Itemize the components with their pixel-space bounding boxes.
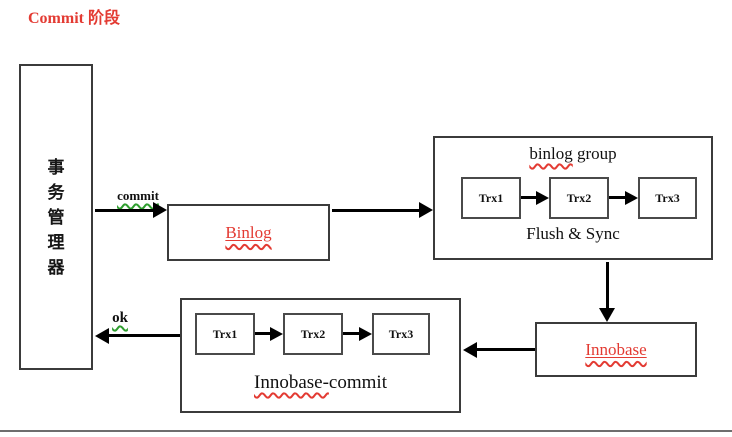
- binlog-group-box: binlog group Trx1 Trx2 Trx3 Flush & Sync: [433, 136, 713, 260]
- innobase-box: Innobase: [535, 322, 697, 377]
- binlog-group-title-rest: group: [572, 144, 617, 163]
- group-to-innobase-arrowhead-icon: [599, 308, 615, 322]
- binlog-to-group-arrowhead-icon: [419, 202, 433, 218]
- ok-edge-label: ok: [112, 310, 128, 326]
- binlog-label: Binlog: [225, 222, 272, 242]
- binlog-group-title: binlog group: [435, 144, 711, 164]
- innobase-commit-trx2-box: Trx2: [283, 313, 343, 355]
- binlog-group-trx3-box: Trx3: [638, 177, 697, 219]
- commit-arrow-line: [95, 209, 153, 212]
- innobase-commit-label-word: Innobase-: [254, 372, 329, 393]
- commit-edge-label: commit: [117, 188, 159, 203]
- page-title: Commit 阶段: [28, 10, 120, 27]
- commit-arrowhead-icon: [153, 202, 167, 218]
- innobase-to-commit-arrowhead-icon: [463, 342, 477, 358]
- binlog-group-title-word: binlog: [529, 144, 573, 163]
- binlog-group-arrow2-line: [609, 196, 626, 199]
- group-to-innobase-arrow-line: [606, 262, 609, 308]
- innobase-commit-arrow2-line: [343, 332, 360, 335]
- innobase-to-commit-arrow-line: [477, 348, 535, 351]
- bottom-divider: [0, 430, 732, 432]
- innobase-commit-arrow1-head-icon: [270, 327, 283, 341]
- innobase-commit-label: Innobase-commit: [182, 372, 459, 394]
- innobase-commit-arrow1-line: [255, 332, 271, 335]
- binlog-group-arrow1-line: [521, 196, 537, 199]
- innobase-label: Innobase: [585, 339, 647, 359]
- innobase-commit-box: Trx1 Trx2 Trx3 Innobase-commit: [180, 298, 461, 413]
- flush-sync-label: Flush & Sync: [526, 224, 620, 243]
- innobase-commit-trx3-box: Trx3: [372, 313, 430, 355]
- ok-arrowhead-icon: [95, 328, 109, 344]
- innobase-commit-arrow2-head-icon: [359, 327, 372, 341]
- binlog-group-trx1-box: Trx1: [461, 177, 521, 219]
- transaction-manager-label: 事 务 管 理 器: [47, 157, 65, 277]
- binlog-group-arrow1-head-icon: [536, 191, 549, 205]
- binlog-to-group-arrow-line: [332, 209, 419, 212]
- binlog-group-trx2-box: Trx2: [549, 177, 609, 219]
- ok-arrow-line: [109, 334, 180, 337]
- binlog-group-arrow2-head-icon: [625, 191, 638, 205]
- binlog-box: Binlog: [167, 204, 330, 261]
- innobase-commit-label-rest: commit: [328, 372, 387, 393]
- transaction-manager-box: 事 务 管 理 器: [19, 64, 93, 370]
- innobase-commit-trx1-box: Trx1: [195, 313, 255, 355]
- binlog-label-wrap: Binlog: [225, 223, 271, 243]
- innobase-label-wrap: Innobase: [585, 340, 646, 360]
